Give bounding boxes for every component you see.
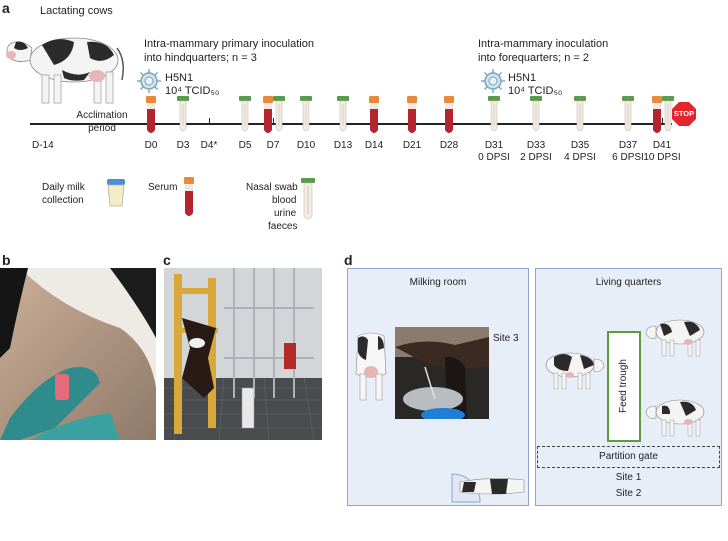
living-quarters-title: Living quarters bbox=[595, 277, 662, 288]
feed-trough bbox=[607, 331, 641, 442]
serum-tube-icon bbox=[369, 96, 379, 133]
animal-label: Lactating cows bbox=[40, 5, 113, 17]
virus-icon bbox=[137, 69, 161, 93]
legend-swab-line3: urine bbox=[274, 208, 297, 219]
day-label: D5 bbox=[238, 140, 252, 151]
swab-tube-icon bbox=[177, 96, 189, 132]
milk-sampling-photo bbox=[0, 268, 156, 440]
serum-tube-icon bbox=[407, 96, 417, 133]
panel-label-d: d bbox=[344, 252, 353, 268]
day-label: D13 bbox=[333, 140, 353, 151]
day-label: D31 bbox=[484, 140, 504, 151]
day-label: D4* bbox=[200, 140, 218, 151]
day-label: D0 bbox=[144, 140, 158, 151]
acclimation-label-line1: Acclimation bbox=[76, 110, 128, 121]
cow-lying-illustration bbox=[451, 473, 525, 503]
virus-name-2: H5N1 bbox=[508, 72, 537, 84]
site-2-label: Site 2 bbox=[615, 488, 642, 499]
cow-illustration-left bbox=[545, 352, 605, 390]
panel-label-b: b bbox=[2, 252, 11, 268]
primary-inoculation-line2: into hindquarters; n = 3 bbox=[144, 52, 257, 64]
secondary-inoculation-line2: into forequarters; n = 2 bbox=[478, 52, 589, 64]
swab-tube-icon bbox=[300, 96, 312, 132]
timeline-tick bbox=[661, 118, 663, 124]
swab-tube-icon bbox=[488, 96, 500, 132]
feed-trough-label: Feed trough bbox=[618, 359, 629, 413]
stop-sign-label: STOP bbox=[673, 109, 695, 118]
partition-gate-label: Partition gate bbox=[599, 451, 658, 462]
swab-tube-icon bbox=[622, 96, 634, 132]
legend-milk-line2: collection bbox=[42, 195, 84, 206]
day-label: D41 bbox=[652, 140, 672, 151]
serum-tube-icon bbox=[184, 177, 194, 216]
virus-dose-2: 10⁴ TCID₅₀ bbox=[508, 85, 563, 97]
virus-icon bbox=[481, 69, 505, 93]
dpsi-label: 0 DPSI bbox=[478, 152, 510, 163]
dpsi-label: 2 DPSI bbox=[520, 152, 552, 163]
milking-room-title: Milking room bbox=[409, 277, 467, 288]
timeline-axis bbox=[30, 123, 672, 125]
legend-swab-line4: faeces bbox=[268, 221, 298, 232]
day-label: D14 bbox=[364, 140, 384, 151]
serum-tube-icon bbox=[263, 96, 273, 133]
day-label: D33 bbox=[526, 140, 546, 151]
start-day-label: D-14 bbox=[32, 140, 54, 151]
stop-sign-icon bbox=[672, 102, 696, 126]
milk-cup-icon bbox=[107, 179, 125, 207]
cow-in-stanchion-photo bbox=[164, 268, 322, 440]
cow-illustration-top-right bbox=[645, 319, 705, 357]
secondary-inoculation-line1: Intra-mammary inoculation bbox=[478, 38, 609, 50]
swab-tube-icon bbox=[239, 96, 251, 132]
primary-inoculation-line1: Intra-mammary primary inoculation bbox=[144, 38, 314, 50]
day-label: D3 bbox=[176, 140, 190, 151]
acclimation-label-line2: period bbox=[88, 123, 116, 134]
panel-label-c: c bbox=[163, 252, 171, 268]
serum-tube-icon bbox=[146, 96, 156, 133]
cow-illustration-bottom-right bbox=[645, 399, 705, 437]
legend-milk-line1: Daily milk bbox=[42, 182, 85, 193]
day-label: D37 bbox=[618, 140, 638, 151]
site-3-label: Site 3 bbox=[493, 333, 519, 344]
day-label: D35 bbox=[570, 140, 590, 151]
virus-dose-1: 10⁴ TCID₅₀ bbox=[165, 85, 220, 97]
dpsi-label: 6 DPSI bbox=[612, 152, 644, 163]
timeline-tick bbox=[208, 118, 210, 124]
dpsi-label: 4 DPSI bbox=[564, 152, 596, 163]
cow-rear-view-illustration bbox=[355, 332, 387, 401]
timeline-tick bbox=[272, 118, 274, 124]
partition-gate bbox=[537, 446, 720, 468]
swab-tube-icon bbox=[530, 96, 542, 132]
dpsi-label: 10 DPSI bbox=[643, 152, 681, 163]
swab-tube-icon bbox=[301, 178, 315, 220]
serum-tube-icon bbox=[444, 96, 454, 133]
milking-unit-photo bbox=[395, 327, 489, 419]
virus-name-1: H5N1 bbox=[165, 72, 194, 84]
day-label: D10 bbox=[296, 140, 316, 151]
legend-serum-label: Serum bbox=[148, 182, 178, 193]
site-1-label: Site 1 bbox=[615, 472, 642, 483]
swab-tube-icon bbox=[337, 96, 349, 132]
swab-tube-icon bbox=[662, 96, 674, 132]
swab-tube-icon bbox=[273, 96, 285, 132]
day-label: D28 bbox=[439, 140, 459, 151]
serum-tube-icon bbox=[652, 96, 662, 133]
legend-swab-line1: Nasal swab bbox=[246, 182, 298, 193]
swab-tube-icon bbox=[574, 96, 586, 132]
day-label: D7 bbox=[266, 140, 280, 151]
legend-swab-line2: blood bbox=[272, 195, 297, 206]
panel-label-a: a bbox=[2, 0, 10, 16]
day-label: D21 bbox=[402, 140, 422, 151]
lactating-cow-illustration bbox=[6, 37, 124, 104]
